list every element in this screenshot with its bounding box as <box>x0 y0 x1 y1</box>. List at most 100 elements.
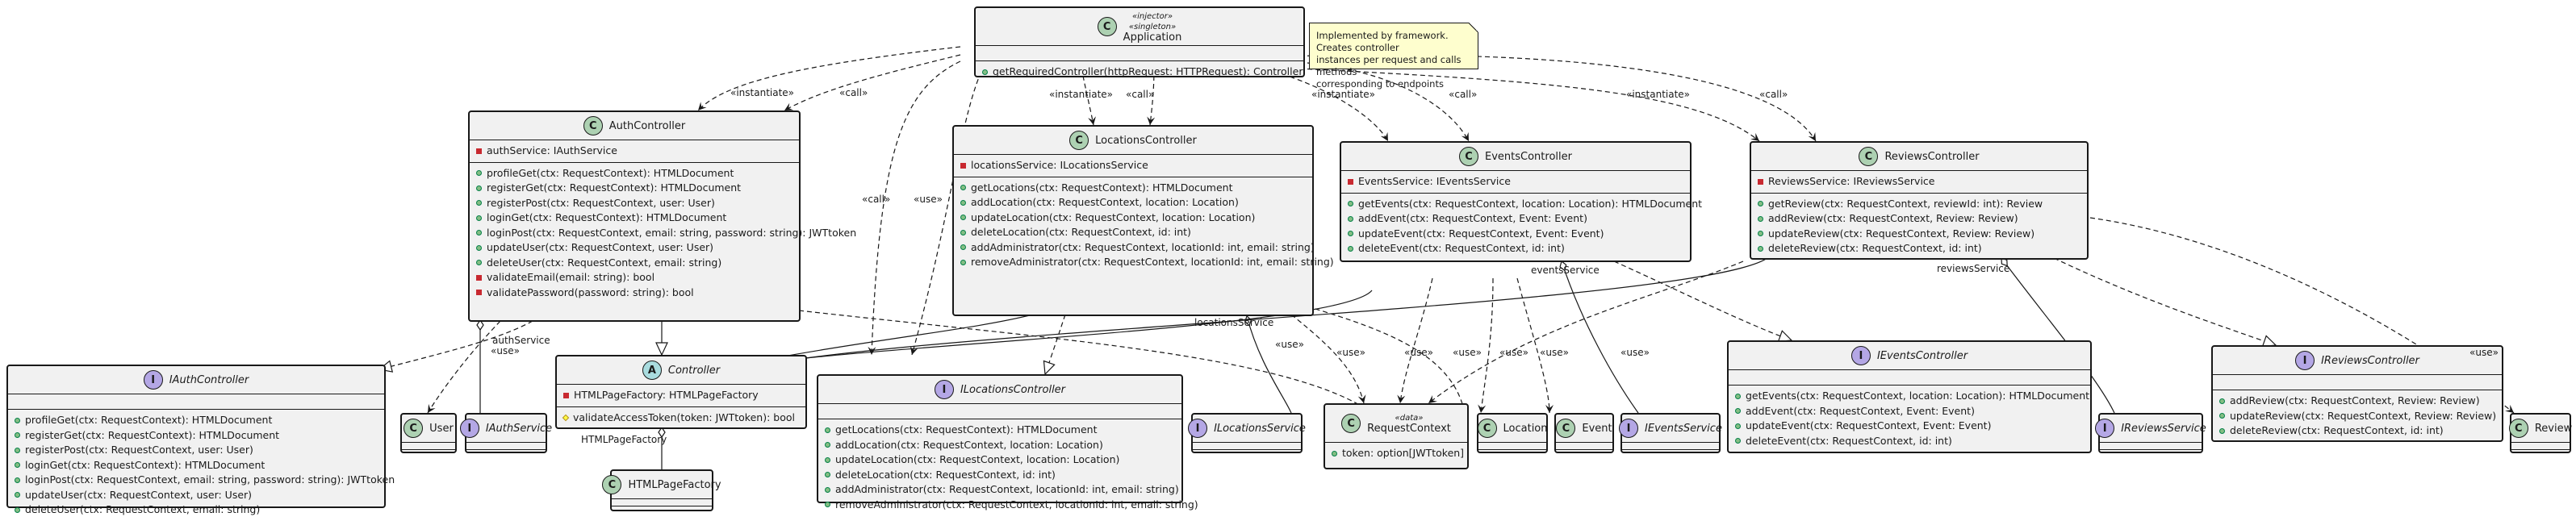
fields-section <box>2213 374 2502 390</box>
class-header: I ILocationsController <box>818 376 1181 403</box>
public-icon <box>476 244 482 251</box>
class-header: C ReviewsController <box>1751 143 2087 170</box>
field: token: option[JWTtoken] <box>1342 447 1465 459</box>
stereotype: «data» <box>1395 414 1424 423</box>
method: registerPost(ctx: RequestContext, user: … <box>487 196 715 209</box>
methods-section <box>612 506 712 513</box>
class-header: C AuthController <box>470 112 799 140</box>
iauth-controller-interface: I IAuthController profileGet(ctx: Reques… <box>6 365 395 515</box>
public-icon <box>1348 231 1353 237</box>
label-call: «call» <box>839 87 868 98</box>
public-icon <box>15 492 20 498</box>
method: removeAdministrator(ctx: RequestContext,… <box>835 498 1198 511</box>
label-events-service: eventsService <box>1531 265 1600 276</box>
edge-events-ieventsservice <box>1562 261 1639 414</box>
label-use: «use» <box>2469 347 2499 358</box>
label-html-page-factory: HTMLPageFactory <box>581 434 667 445</box>
edge-app-auth-call <box>784 54 961 111</box>
class-name: Review <box>2534 422 2573 435</box>
edge-auth-requestcontext <box>798 310 1373 414</box>
public-icon <box>476 185 482 191</box>
private-icon <box>563 392 569 398</box>
edge-events-requestcontext <box>1397 277 1433 404</box>
class-header: C LocationsController <box>954 127 1312 154</box>
public-icon <box>825 442 830 448</box>
public-icon <box>1332 450 1337 456</box>
methods-section: validateAccessToken(token: JWTtoken): bo… <box>557 406 805 429</box>
interface-i-icon: I <box>143 370 163 390</box>
public-icon <box>15 432 20 439</box>
fields-section <box>818 403 1181 419</box>
edge-locations-requestcontext <box>1290 314 1366 404</box>
methods-section: profileGet(ctx: RequestContext): HTMLDoc… <box>470 161 856 304</box>
label-use: «use» <box>1620 347 1650 358</box>
fields-section <box>976 45 1303 60</box>
label-use: «use» <box>914 194 943 205</box>
fields-section <box>2511 442 2570 449</box>
public-icon <box>476 215 482 221</box>
public-icon <box>1735 408 1741 415</box>
class-c-icon: C <box>583 116 603 135</box>
method: updateUser(ctx: RequestContext, user: Us… <box>487 241 714 253</box>
ireviews-service-interface: I IReviewsService <box>2095 413 2206 453</box>
class-c-icon: C <box>1341 414 1361 433</box>
class-name: EventsController <box>1485 150 1572 163</box>
class-name: IReviewsService <box>2121 422 2206 435</box>
edge-app-locations-call <box>1147 67 1156 126</box>
public-icon <box>1758 231 1763 237</box>
methods-section <box>1622 449 1719 456</box>
label-use: «use» <box>1453 347 1482 358</box>
class-c-icon: C <box>1097 17 1117 36</box>
html-page-factory-class: C HTMLPageFactory <box>602 469 721 513</box>
method: addLocation(ctx: RequestContext, locatio… <box>971 196 1239 208</box>
label-call: «call» <box>1759 89 1788 100</box>
public-icon <box>476 200 482 206</box>
class-header: C HTMLPageFactory <box>602 471 721 498</box>
method: addEvent(ctx: RequestContext, Event: Eve… <box>1746 404 1975 417</box>
public-icon <box>1735 438 1741 444</box>
public-icon <box>960 185 966 191</box>
public-icon <box>1348 201 1353 207</box>
method: removeAdministrator(ctx: RequestContext,… <box>971 256 1334 268</box>
label-use: «use» <box>1499 347 1528 358</box>
class-name: Event <box>1582 422 1612 435</box>
class-name: IReviewsController <box>2321 354 2419 367</box>
edge-auth-user <box>427 320 501 414</box>
fields-section: token: option[JWTtoken] <box>1325 442 1467 465</box>
class-name: ReviewsController <box>1884 150 1980 163</box>
method: loginPost(ctx: RequestContext, email: st… <box>25 473 395 486</box>
interface-i-icon: I <box>2095 419 2115 438</box>
public-icon <box>825 502 830 508</box>
edge-reviews-controller <box>729 257 1768 374</box>
interface-i-icon: I <box>2295 351 2315 370</box>
public-icon <box>960 244 966 251</box>
fields-section <box>2100 442 2202 449</box>
class-header: I IEventsService <box>1619 415 1722 442</box>
public-icon <box>982 69 988 75</box>
public-icon <box>1348 215 1353 222</box>
ireviews-controller-interface: I IReviewsController addReview(ctx: Requ… <box>2211 345 2503 442</box>
public-icon <box>476 230 482 236</box>
fields-section: HTMLPageFactory: HTMLPageFactory <box>557 384 805 406</box>
field: locationsService: ILocationsService <box>971 159 1148 171</box>
method: updateLocation(ctx: RequestContext, loca… <box>835 453 1120 465</box>
interface-i-icon: I <box>934 380 954 399</box>
edge-events-event <box>1516 277 1554 414</box>
label-call: «call» <box>862 194 891 205</box>
public-icon <box>2219 413 2225 419</box>
label-reviews-service: reviewsService <box>1937 263 2010 274</box>
fields-section: authService: IAuthService <box>470 140 799 162</box>
stereotype: «injector» <box>1131 11 1173 21</box>
class-name: Location <box>1503 422 1548 435</box>
abstract-a-icon: A <box>642 361 662 380</box>
class-c-icon: C <box>2508 419 2528 438</box>
class-header: I IEventsController <box>1729 342 2090 369</box>
edge-app-reviews-instantiate <box>1282 67 1760 142</box>
edge-locations-ilocationscontroller <box>1043 314 1066 376</box>
interface-i-icon: I <box>1188 419 1208 438</box>
class-header: I IAuthService <box>459 415 552 442</box>
class-header: C «data» RequestContext <box>1325 405 1467 442</box>
label-use: «use» <box>491 345 520 356</box>
label-locations-service: locationsService <box>1194 317 1274 328</box>
public-icon <box>1758 245 1763 252</box>
